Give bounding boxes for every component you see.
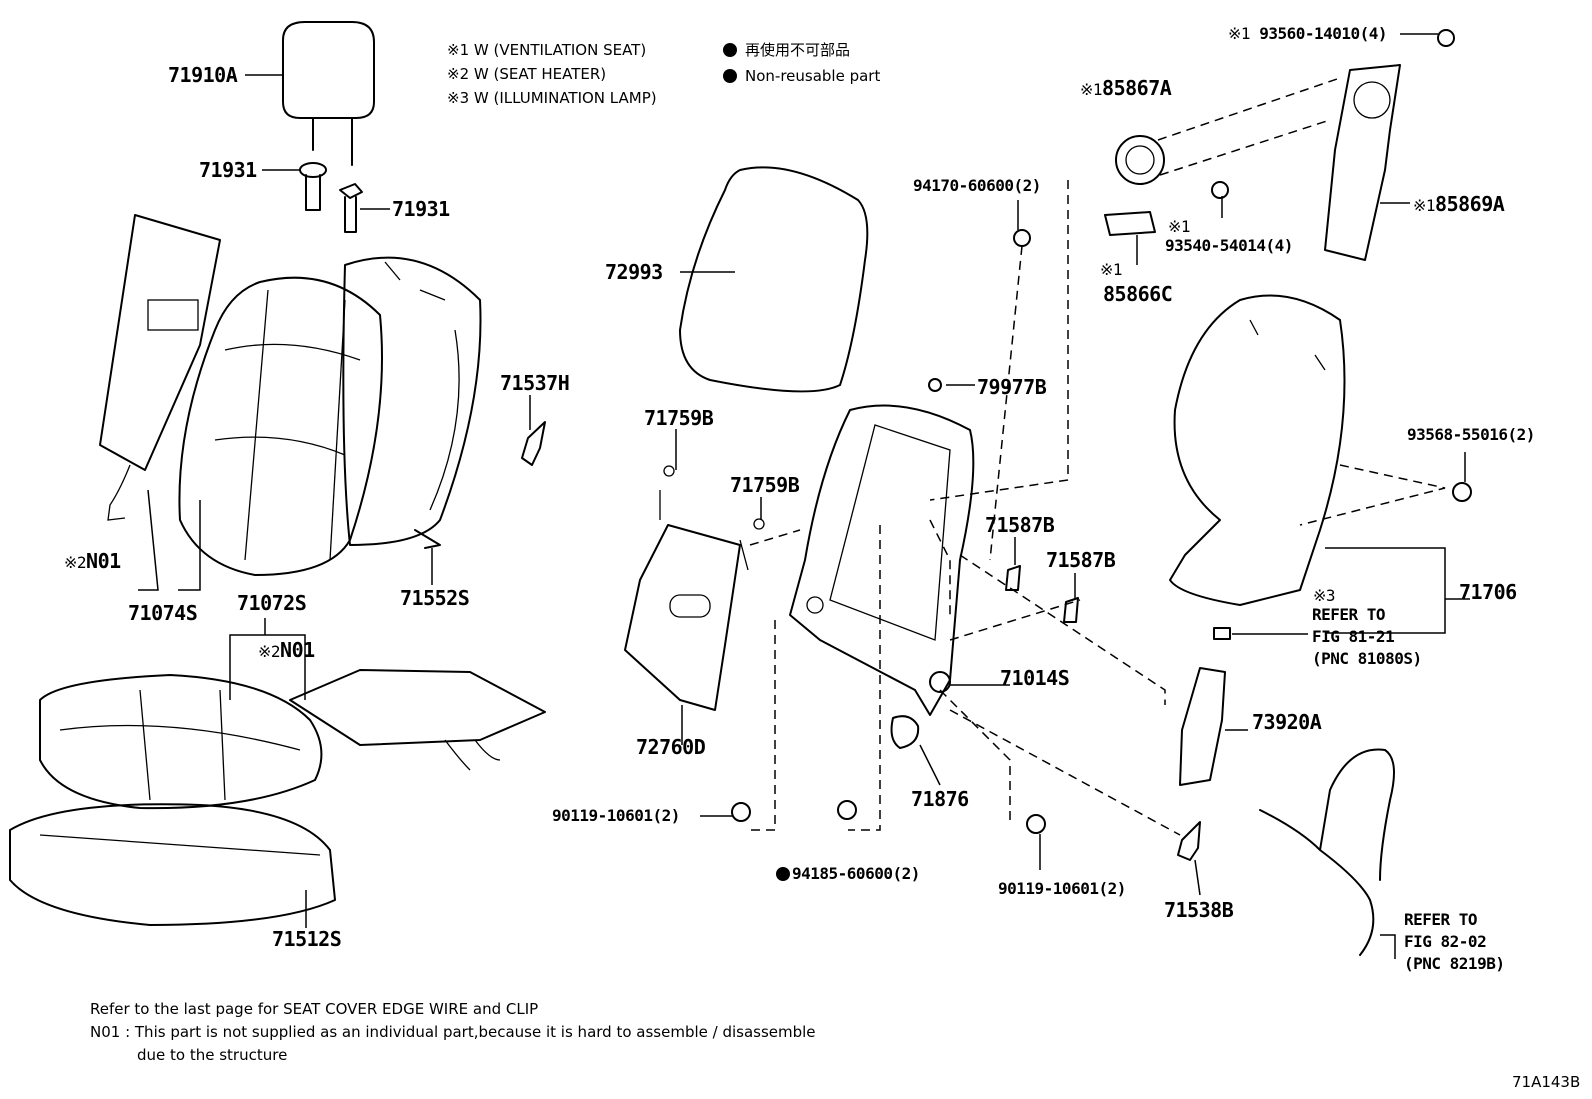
part-label-71706[interactable]: 71706 [1459, 580, 1517, 604]
seatback-pad-drawing [99, 214, 221, 521]
part-label-72993[interactable]: 72993 [605, 260, 663, 284]
non-reusable-dot-icon [723, 43, 737, 57]
legend-non-reusable-en-text: Non-reusable part [745, 67, 881, 85]
part-label-71552S[interactable]: 71552S [400, 586, 470, 610]
bolts-drawing [663, 29, 1472, 834]
legend-note-2: ※2 W (SEAT HEATER) [447, 67, 606, 82]
part-label-71587B-b[interactable]: 71587B [1046, 548, 1116, 572]
part-label-71931-b[interactable]: 71931 [392, 197, 450, 221]
part-code-94185: 94185-60600(2) [792, 864, 920, 883]
seatback-cover-drawing [178, 276, 383, 576]
footer-note-2: N01 : This part is not supplied as an in… [90, 1023, 816, 1041]
seat-cushion-cover-drawing [39, 674, 323, 810]
part-label-93540[interactable]: 93540-54014(4) [1165, 236, 1293, 255]
part-mark-93560: ※1 [1228, 24, 1251, 43]
legend-note-1: ※1 W (VENTILATION SEAT) [447, 43, 646, 58]
leader-lines [138, 33, 1470, 959]
seatback-frame-drawing [789, 404, 975, 716]
part-label-N01-b[interactable]: ※2N01 [258, 640, 315, 660]
part-label-93568[interactable]: 93568-55016(2) [1407, 425, 1535, 444]
non-reusable-dot-icon [723, 69, 737, 83]
part-label-94185[interactable]: 94185-60600(2) [776, 866, 920, 882]
part-mark-85869A: ※1 [1413, 196, 1436, 215]
part-label-79977B[interactable]: 79977B [977, 375, 1047, 399]
part-label-71931-a[interactable]: 71931 [199, 158, 257, 182]
part-code-93560: 93560-14010(4) [1259, 24, 1388, 43]
ref-1-line-2[interactable]: FIG 81-21 [1312, 627, 1395, 646]
footer-note-1: Refer to the last page for SEAT COVER ED… [90, 1000, 539, 1018]
part-label-71074S[interactable]: 71074S [128, 601, 198, 625]
legend-note-2-text: W (SEAT HEATER) [473, 65, 607, 83]
part-label-71759B-b[interactable]: 71759B [730, 473, 800, 497]
ref-2-line-1[interactable]: REFER TO [1404, 910, 1478, 929]
legend-note-1-mark: ※1 [447, 41, 470, 59]
part-code-N01-b: N01 [280, 638, 315, 662]
ventilation-fan-drawing [1104, 64, 1401, 261]
part-mark-93540: ※1 [1168, 217, 1191, 236]
part-label-71876[interactable]: 71876 [911, 787, 969, 811]
part-label-85869A[interactable]: ※185869A [1413, 192, 1505, 216]
part-label-73920A[interactable]: 73920A [1252, 710, 1322, 734]
part-label-71512S[interactable]: 71512S [272, 927, 342, 951]
part-label-90119-b[interactable]: 90119-10601(2) [998, 879, 1126, 898]
part-mark-85867A: ※1 [1080, 80, 1103, 99]
trim-71537H-drawing [521, 421, 546, 466]
legend-note-2-mark: ※2 [447, 65, 470, 83]
part-label-71014S[interactable]: 71014S [1000, 666, 1070, 690]
legend-note-3-mark: ※3 [447, 89, 470, 107]
part-label-N01-a[interactable]: ※2N01 [64, 551, 121, 571]
non-reusable-dot-icon [776, 867, 790, 881]
trim-71538B-drawing [1177, 821, 1201, 861]
part-mark-N01-a: ※2 [64, 553, 87, 572]
lumbar-support-drawing [624, 490, 749, 711]
legend-note-3-text: W (ILLUMINATION LAMP) [473, 89, 657, 107]
part-label-71538B[interactable]: 71538B [1164, 898, 1234, 922]
ref-1-line-1[interactable]: REFER TO [1312, 605, 1386, 624]
footer-note-3: due to the structure [137, 1046, 288, 1064]
back-board-drawing [1169, 294, 1346, 606]
part-label-85867A[interactable]: ※185867A [1080, 76, 1172, 100]
seat-cushion-pad-drawing [9, 803, 336, 926]
pad-72993-drawing [679, 166, 869, 393]
legend-note-1-text: W (VENTILATION SEAT) [473, 41, 647, 59]
part-mark-85866C: ※1 [1100, 260, 1123, 279]
assembly-dash-lines [749, 77, 1446, 836]
headrest-drawing [282, 21, 375, 166]
legend-non-reusable-jp-text: 再使用不可部品 [745, 41, 851, 59]
part-label-85866C[interactable]: 85866C [1103, 282, 1173, 306]
ref-1-mark: ※3 [1313, 586, 1336, 605]
legend-non-reusable-jp: 再使用不可部品 [723, 43, 850, 58]
part-label-71759B-a[interactable]: 71759B [644, 406, 714, 430]
part-label-71072S[interactable]: 71072S [237, 591, 307, 615]
part-label-93560[interactable]: ※1 93560-14010(4) [1228, 24, 1388, 43]
part-label-71587B-a[interactable]: 71587B [985, 513, 1055, 537]
part-code-85867A: 85867A [1102, 76, 1172, 100]
part-label-71910A[interactable]: 71910A [168, 63, 238, 87]
part-mark-N01-b: ※2 [258, 642, 281, 661]
part-code-N01-a: N01 [86, 549, 121, 573]
part-label-71537H[interactable]: 71537H [500, 371, 570, 395]
figure-code: 71A143B [1512, 1073, 1581, 1091]
part-label-90119-a[interactable]: 90119-10601(2) [552, 806, 680, 825]
ref-2-line-3[interactable]: (PNC 8219B) [1404, 954, 1505, 973]
legend-non-reusable-en: Non-reusable part [723, 69, 880, 84]
seatback-pad-71552S-drawing [342, 256, 482, 549]
part-label-94170[interactable]: 94170-60600(2) [913, 176, 1041, 195]
side-cover-drawing [1179, 667, 1226, 786]
part-label-72760D[interactable]: 72760D [636, 735, 706, 759]
wire-harness-drawing [1259, 748, 1395, 956]
ref-1-line-3[interactable]: (PNC 81080S) [1312, 649, 1422, 668]
seat-heater-drawing [289, 669, 546, 771]
ref-2-line-2[interactable]: FIG 82-02 [1404, 932, 1487, 951]
part-code-85869A: 85869A [1435, 192, 1505, 216]
legend-note-3: ※3 W (ILLUMINATION LAMP) [447, 91, 657, 106]
headrest-support-drawing [299, 162, 363, 233]
